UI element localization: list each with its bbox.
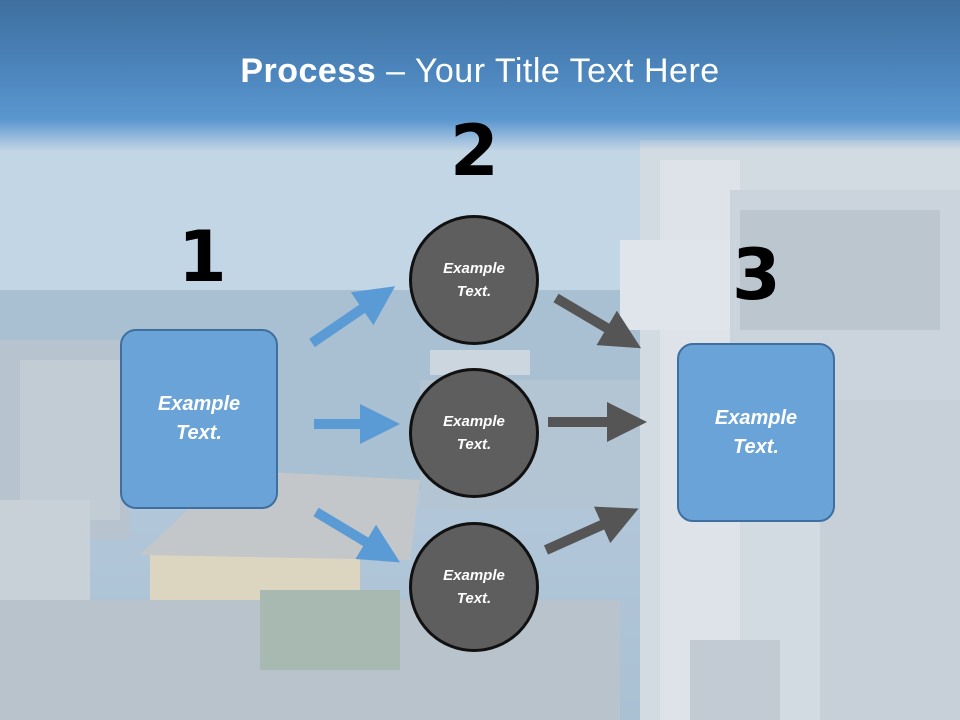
title-banner <box>0 0 960 150</box>
title-rest: – Your Title Text Here <box>376 52 720 90</box>
circle-top-text: Example Text. <box>443 260 505 300</box>
step-number-3: 3 <box>732 234 781 316</box>
slide-title[interactable]: Process – Your Title Text Here <box>0 52 960 91</box>
process-box-left[interactable]: Example Text. <box>120 329 278 509</box>
circle-bottom-text: Example Text. <box>443 567 505 607</box>
circle-middle-text: Example Text. <box>443 413 505 453</box>
process-box-right[interactable]: Example Text. <box>677 343 835 522</box>
arrow-box-to-circle-top <box>309 286 396 348</box>
process-circle-top[interactable]: Example Text. <box>409 215 539 345</box>
process-circle-bottom[interactable]: Example Text. <box>409 522 539 652</box>
step-number-2: 2 <box>450 110 499 192</box>
arrow-circle-bottom-to-box <box>543 506 639 555</box>
step-number-1: 1 <box>178 216 227 298</box>
arrow-circle-top-to-box <box>553 293 642 349</box>
arrow-box-to-circle-bottom <box>313 507 401 563</box>
box-right-text: Example Text. <box>714 406 798 458</box>
box-left-text: Example Text. <box>157 393 241 444</box>
process-circle-middle[interactable]: Example Text. <box>409 368 539 498</box>
title-bold: Process <box>240 52 377 90</box>
